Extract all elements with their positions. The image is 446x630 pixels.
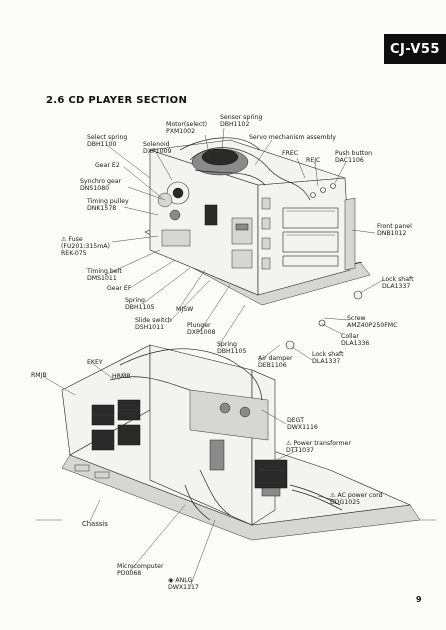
label-collar: Collar DLA1336 <box>341 333 370 348</box>
label-ekey: EKEY <box>87 359 103 366</box>
label-spring-dbh1105: Spring DBH1105 <box>125 297 155 312</box>
label-synchro-gear: Synchro gear DNS1080 <box>80 178 122 193</box>
lower-assembly <box>36 344 436 541</box>
label-mjsw: MJSW <box>176 306 194 313</box>
label-servo-mechanism-assembly: Servo mechanism assembly <box>249 134 336 141</box>
label-screw: Screw AMZ40P250FMC <box>347 315 398 330</box>
label-fuse: ⚠ Fuse (FU201:315mA) REK-075 <box>61 236 110 258</box>
label-rejc: REJC <box>306 157 321 164</box>
label-lock-shaft-2: Lock shaft DLA1337 <box>312 351 344 366</box>
label-anlg: ◉ ANLG DWX1117 <box>168 577 199 592</box>
label-motor-select: Motor(select) PXM1002 <box>166 121 208 136</box>
leader-lines <box>43 127 384 588</box>
label-microcomputer: Microcomputer PD0068 <box>117 563 164 578</box>
section-title: 2.6 CD PLAYER SECTION <box>46 95 188 106</box>
label-gear-ef: Gear EF <box>107 285 132 292</box>
label-slide-switch: Slide switch DSH1011 <box>135 317 172 332</box>
label-power-transformer: ⚠ Power transformer DTT1037 <box>286 440 351 455</box>
page-number: 9 <box>416 595 422 604</box>
label-front-panel: Front panel DNB1012 <box>377 223 412 238</box>
label-select-spring: Select spring DBH1100 <box>87 134 128 149</box>
model-name: CJ-V55 <box>390 41 440 57</box>
label-sensor-spring: Sensor spring DBH1102 <box>220 114 263 129</box>
label-lock-shaft-1: Lock shaft DLA1337 <box>382 276 414 291</box>
label-spring-dbh1105-b: Spring DBH1105 <box>217 341 247 356</box>
label-gear-e2: Gear E2 <box>95 162 120 169</box>
label-degt: DEGT DWX1116 <box>287 417 318 432</box>
label-timing-belt: Timing belt DMS1011 <box>87 268 122 283</box>
label-ac-power-cord: ⚠ AC power cord DDG1025 <box>330 492 383 507</box>
label-timing-pulley: Timing pulley DNK1578 <box>87 198 129 213</box>
label-hrmb: HRMB <box>112 373 131 380</box>
label-frec: FREC <box>282 150 299 157</box>
upper-assembly <box>144 137 371 350</box>
label-air-damper: Air damper DEB1106 <box>258 355 293 370</box>
label-plunger: Plunger DXP1008 <box>187 322 216 337</box>
model-tab: CJ-V55 <box>384 34 446 64</box>
label-solenoid: Solenoid DXP1009 <box>143 141 172 156</box>
label-rmjb: RMJB <box>31 372 47 379</box>
label-push-button: Push button DAC1106 <box>335 150 373 165</box>
label-chassis: Chassis <box>82 520 108 528</box>
